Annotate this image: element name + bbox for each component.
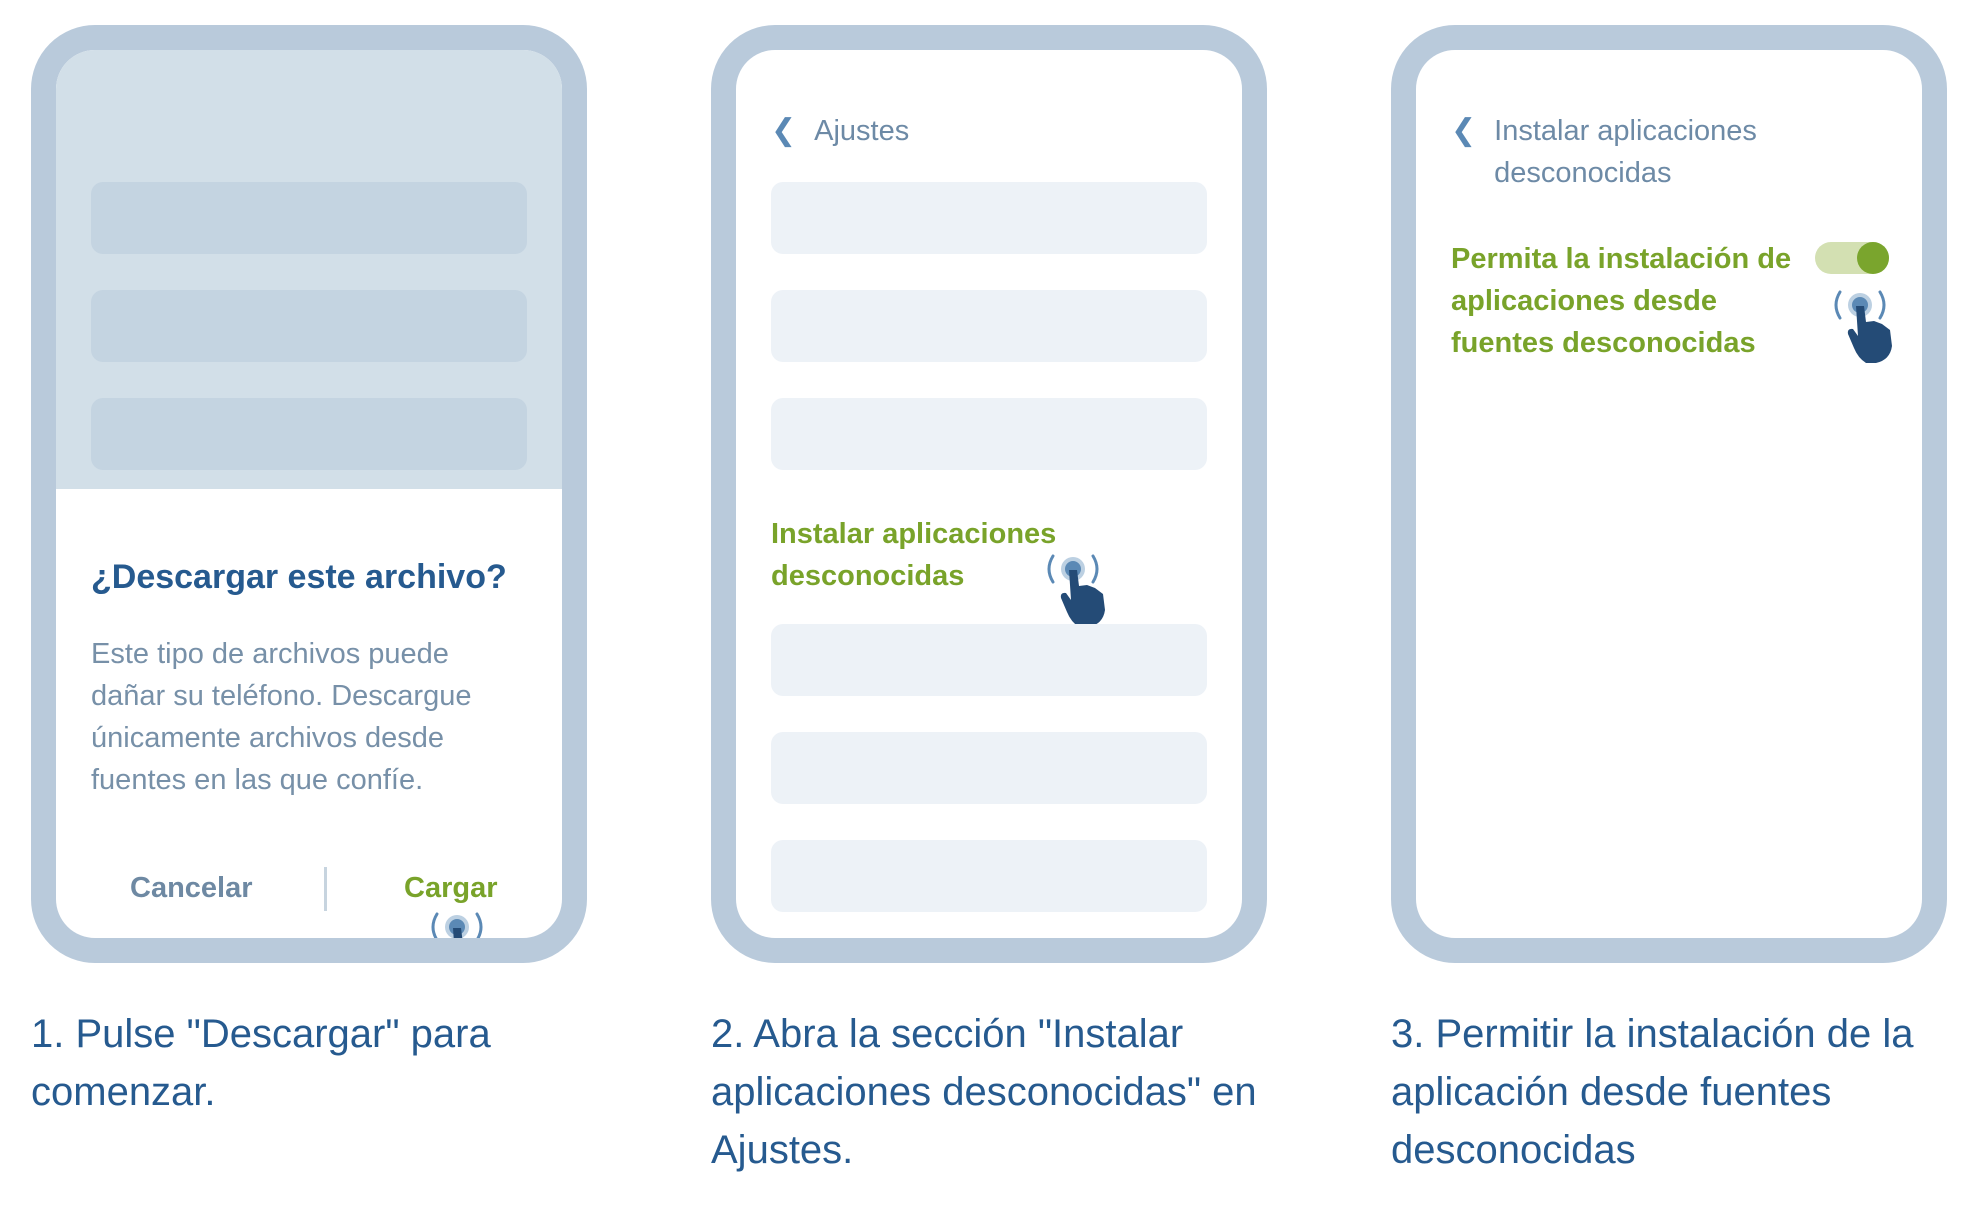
settings-item-placeholder bbox=[771, 182, 1207, 254]
step-1-caption: 1. Pulse "Descargar" para comenzar. bbox=[31, 1012, 491, 1114]
toggle-knob bbox=[1857, 242, 1889, 274]
settings-item-placeholder bbox=[771, 840, 1207, 912]
permission-label: Permita la instalación de aplicaciones d… bbox=[1451, 243, 1792, 359]
phone-settings: ❮ Ajustes Instalar aplicaciones desconoc… bbox=[711, 25, 1267, 963]
settings-item-placeholder bbox=[771, 290, 1207, 362]
cancel-button[interactable]: Cancelar bbox=[130, 872, 253, 904]
settings-item-placeholder bbox=[771, 624, 1207, 696]
step-3-caption: 3. Permitir la instalación de la aplicac… bbox=[1391, 1012, 1914, 1172]
tap-hand-icon bbox=[431, 912, 483, 938]
step-2-caption: 2. Abra la sección "Instalar aplicacione… bbox=[711, 1012, 1257, 1172]
back-link[interactable]: ❮ Instalar aplicaciones desconocidas bbox=[1451, 110, 1794, 194]
button-divider bbox=[324, 867, 327, 911]
placeholder-row bbox=[91, 398, 527, 470]
dialog-title: ¿Descargar este archivo? bbox=[91, 558, 507, 596]
dialog-message: Este tipo de archivos puede dañar su tel… bbox=[91, 638, 472, 796]
chevron-left-icon: ❮ bbox=[1451, 114, 1477, 147]
allow-unknown-sources-toggle[interactable] bbox=[1815, 242, 1889, 274]
settings-item-install-unknown-apps[interactable]: Instalar aplicaciones desconocidas bbox=[771, 518, 1057, 592]
load-button[interactable]: Cargar bbox=[404, 872, 498, 904]
phone-download-dialog: ¿Descargar este archivo? Este tipo de ar… bbox=[31, 25, 587, 963]
settings-item-placeholder bbox=[771, 398, 1207, 470]
back-link[interactable]: ❮ Ajustes bbox=[771, 110, 909, 152]
settings-item-placeholder bbox=[771, 732, 1207, 804]
chevron-left-icon: ❮ bbox=[771, 114, 797, 147]
placeholder-row bbox=[91, 290, 527, 362]
placeholder-row bbox=[91, 182, 527, 254]
back-label: Instalar aplicaciones desconocidas bbox=[1494, 115, 1757, 189]
tap-hand-icon bbox=[1047, 554, 1105, 627]
phone-install-unknown-apps: ❮ Instalar aplicaciones desconocidas Per… bbox=[1391, 25, 1947, 963]
back-label: Ajustes bbox=[814, 115, 910, 147]
dimmed-background bbox=[56, 50, 562, 489]
tap-hand-icon bbox=[1834, 290, 1892, 363]
